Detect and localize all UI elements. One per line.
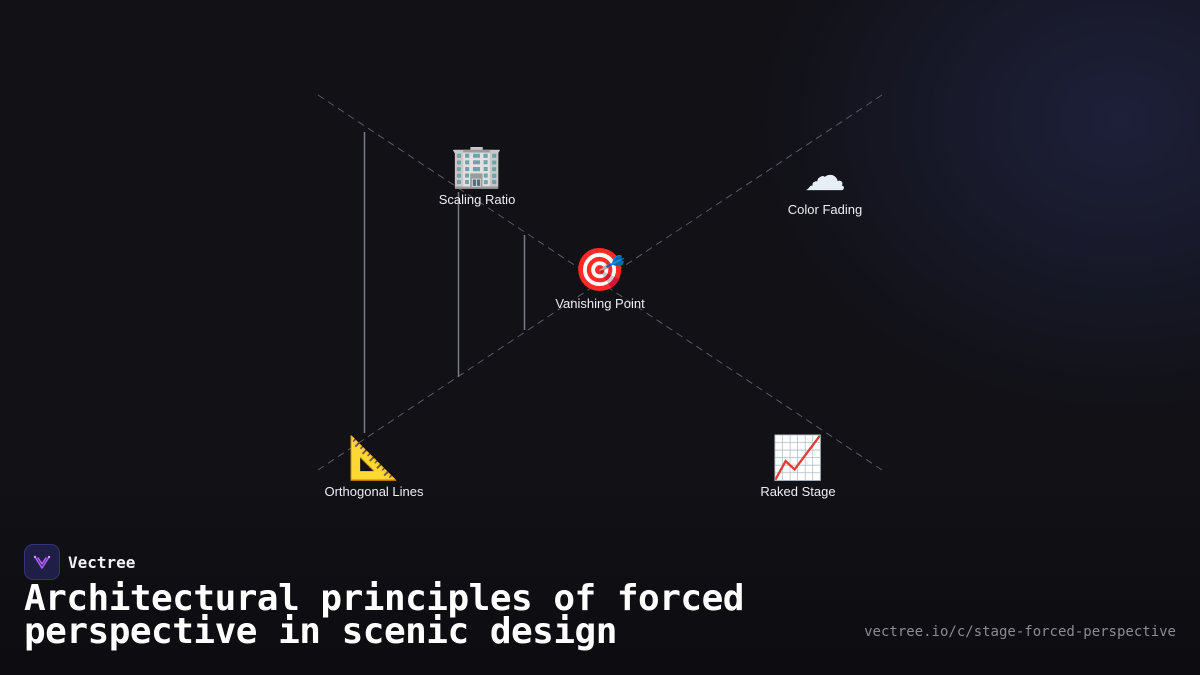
node-label: Orthogonal Lines	[324, 484, 424, 499]
node-label: Raked Stage	[760, 484, 836, 499]
cloud-icon: ☁	[804, 151, 846, 200]
page-url[interactable]: vectree.io/c/stage-forced-perspective	[864, 624, 1176, 640]
office-building-icon: 🏢	[450, 141, 504, 190]
triangular-ruler-icon: 📐	[347, 433, 401, 482]
node-label: Color Fading	[787, 202, 863, 217]
node-color-fading: ☁ Color Fading	[787, 151, 863, 218]
orthogonal-line-top-right	[599, 94, 883, 283]
node-raked-stage: 📈 Raked Stage	[760, 433, 836, 500]
page-title: Architectural principles of forced persp…	[24, 578, 744, 652]
target-icon: 🎯	[573, 245, 627, 294]
node-orthogonal-lines: 📐 Orthogonal Lines	[324, 433, 424, 500]
vectree-logo-icon	[24, 544, 60, 580]
brand[interactable]: Vectree	[24, 544, 135, 580]
brand-name: Vectree	[68, 552, 136, 572]
node-label: Scaling Ratio	[438, 192, 516, 207]
chart-increasing-icon: 📈	[771, 433, 825, 482]
node-vanishing-point: 🎯 Vanishing Point	[555, 245, 645, 312]
orthogonal-line-top-left	[317, 94, 601, 283]
orthogonal-line-bottom-right	[599, 281, 883, 471]
node-scaling-ratio: 🏢 Scaling Ratio	[438, 141, 516, 208]
node-label: Vanishing Point	[555, 296, 645, 311]
